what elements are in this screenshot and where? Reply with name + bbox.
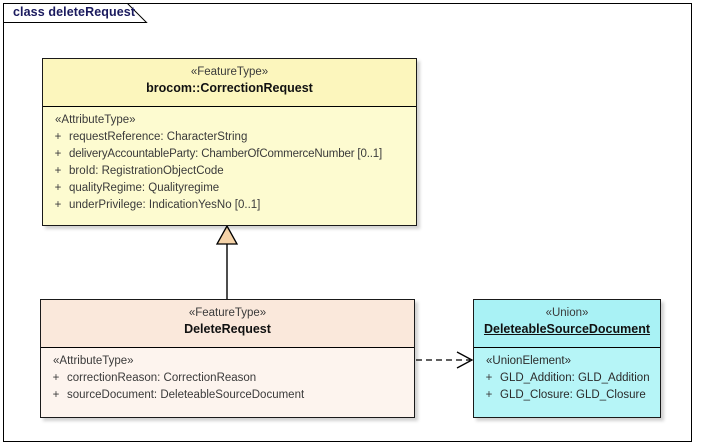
attribute-visibility: + <box>54 148 62 160</box>
class-header-correction-request: «FeatureType» brocom::CorrectionRequest <box>43 59 416 107</box>
attribute-visibility: + <box>485 389 493 401</box>
attribute-row[interactable]: + GLD_Addition: GLD_Addition <box>478 370 656 387</box>
class-box-delete-request[interactable]: «FeatureType» DeleteRequest «AttributeTy… <box>40 299 415 418</box>
attribute-label: underPrivilege: IndicationYesNo [0..1] <box>69 199 261 211</box>
class-name: DeleteableSourceDocument <box>483 322 651 336</box>
attribute-label: GLD_Addition: GLD_Addition <box>500 372 650 384</box>
class-box-correction-request[interactable]: «FeatureType» brocom::CorrectionRequest … <box>42 58 417 226</box>
frame-tab-label: class deleteRequest <box>13 5 136 19</box>
attribute-label: qualityRegime: Qualityregime <box>69 182 220 194</box>
attribute-row[interactable]: + underPrivilege: IndicationYesNo [0..1] <box>47 197 412 214</box>
attribute-visibility: + <box>54 131 62 143</box>
attribute-label: requestReference: CharacterString <box>69 131 248 143</box>
compartment-stereotype: «AttributeType» <box>53 355 134 367</box>
diagram-frame <box>3 3 692 442</box>
attribute-row[interactable]: + broId: RegistrationObjectCode <box>47 163 412 180</box>
class-stereotype: «FeatureType» <box>190 66 269 78</box>
attribute-row[interactable]: + qualityRegime: Qualityregime <box>47 180 412 197</box>
attribute-visibility: + <box>52 372 60 384</box>
class-frame-tab: class deleteRequest <box>3 3 148 23</box>
attribute-label: correctionReason: CorrectionReason <box>67 372 257 384</box>
class-box-deleteable-source-document[interactable]: «Union» DeleteableSourceDocument «UnionE… <box>473 299 661 418</box>
attribute-visibility: + <box>54 199 62 211</box>
attribute-row[interactable]: + sourceDocument: DeleteableSourceDocume… <box>45 387 410 404</box>
attribute-row[interactable]: + correctionReason: CorrectionReason <box>45 370 410 387</box>
class-stereotype: «FeatureType» <box>188 307 267 319</box>
attribute-label: sourceDocument: DeleteableSourceDocument <box>67 389 305 401</box>
class-header-delete-request: «FeatureType» DeleteRequest <box>41 300 414 348</box>
attribute-row[interactable]: + deliveryAccountableParty: ChamberOfCom… <box>47 146 412 163</box>
attribute-row[interactable]: + requestReference: CharacterString <box>47 129 412 146</box>
compartment-stereotype: «UnionElement» <box>486 355 572 367</box>
attribute-label: broId: RegistrationObjectCode <box>69 165 224 177</box>
attribute-row[interactable]: + GLD_Closure: GLD_Closure <box>478 387 656 404</box>
class-attributes-compartment-deleteable-source-document: «UnionElement» + GLD_Addition: GLD_Addit… <box>474 348 660 408</box>
attribute-visibility: + <box>485 372 493 384</box>
attribute-visibility: + <box>52 389 60 401</box>
frame-tab-shape <box>3 3 148 23</box>
class-stereotype: «Union» <box>545 307 589 319</box>
attribute-label: deliveryAccountableParty: ChamberOfComme… <box>69 148 383 160</box>
attribute-label: GLD_Closure: GLD_Closure <box>500 389 646 401</box>
class-name: brocom::CorrectionRequest <box>146 81 313 95</box>
attribute-visibility: + <box>54 182 62 194</box>
attribute-visibility: + <box>54 165 62 177</box>
class-header-deleteable-source-document: «Union» DeleteableSourceDocument <box>474 300 660 348</box>
compartment-stereotype: «AttributeType» <box>55 114 136 126</box>
class-name: DeleteRequest <box>184 322 271 336</box>
class-attributes-compartment-correction-request: «AttributeType» + requestReference: Char… <box>43 107 416 218</box>
class-attributes-compartment-delete-request: «AttributeType» + correctionReason: Corr… <box>41 348 414 408</box>
